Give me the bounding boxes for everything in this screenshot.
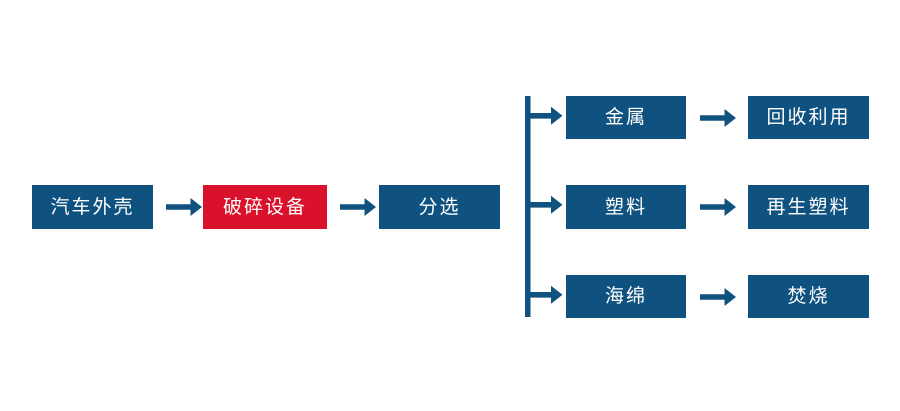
arrow-right-icon-sponge-to-incineration (700, 286, 737, 308)
node-label-crusher: 破碎设备 (222, 195, 307, 218)
arrow-right-icon-metal-to-recycle-reuse (700, 107, 737, 129)
node-incineration[interactable]: 焚烧 (748, 275, 869, 318)
node-label-recycle-reuse: 回收利用 (766, 106, 851, 128)
node-regenerated-plastic[interactable]: 再生塑料 (748, 185, 869, 229)
node-label-plastic: 塑料 (604, 195, 647, 218)
branch-split-connector-sorting (522, 90, 567, 325)
arrow-right-icon-car-shell-to-crusher (166, 196, 203, 218)
node-crusher[interactable]: 破碎设备 (203, 185, 327, 229)
node-label-sorting: 分选 (418, 195, 461, 218)
node-label-sponge: 海绵 (604, 285, 647, 307)
node-sponge[interactable]: 海绵 (566, 275, 686, 318)
node-car-shell[interactable]: 汽车外壳 (32, 185, 153, 229)
node-label-incineration: 焚烧 (787, 285, 830, 307)
node-recycle-reuse[interactable]: 回收利用 (748, 96, 869, 139)
node-plastic[interactable]: 塑料 (566, 185, 686, 229)
node-sorting[interactable]: 分选 (379, 185, 500, 229)
node-label-regenerated-plastic: 再生塑料 (766, 195, 851, 218)
node-label-metal: 金属 (604, 106, 647, 128)
node-metal[interactable]: 金属 (566, 96, 686, 139)
arrow-right-icon-plastic-to-regenerated-plastic (700, 196, 737, 218)
node-label-car-shell: 汽车外壳 (50, 195, 135, 218)
arrow-right-icon-crusher-to-sorting (340, 196, 377, 218)
